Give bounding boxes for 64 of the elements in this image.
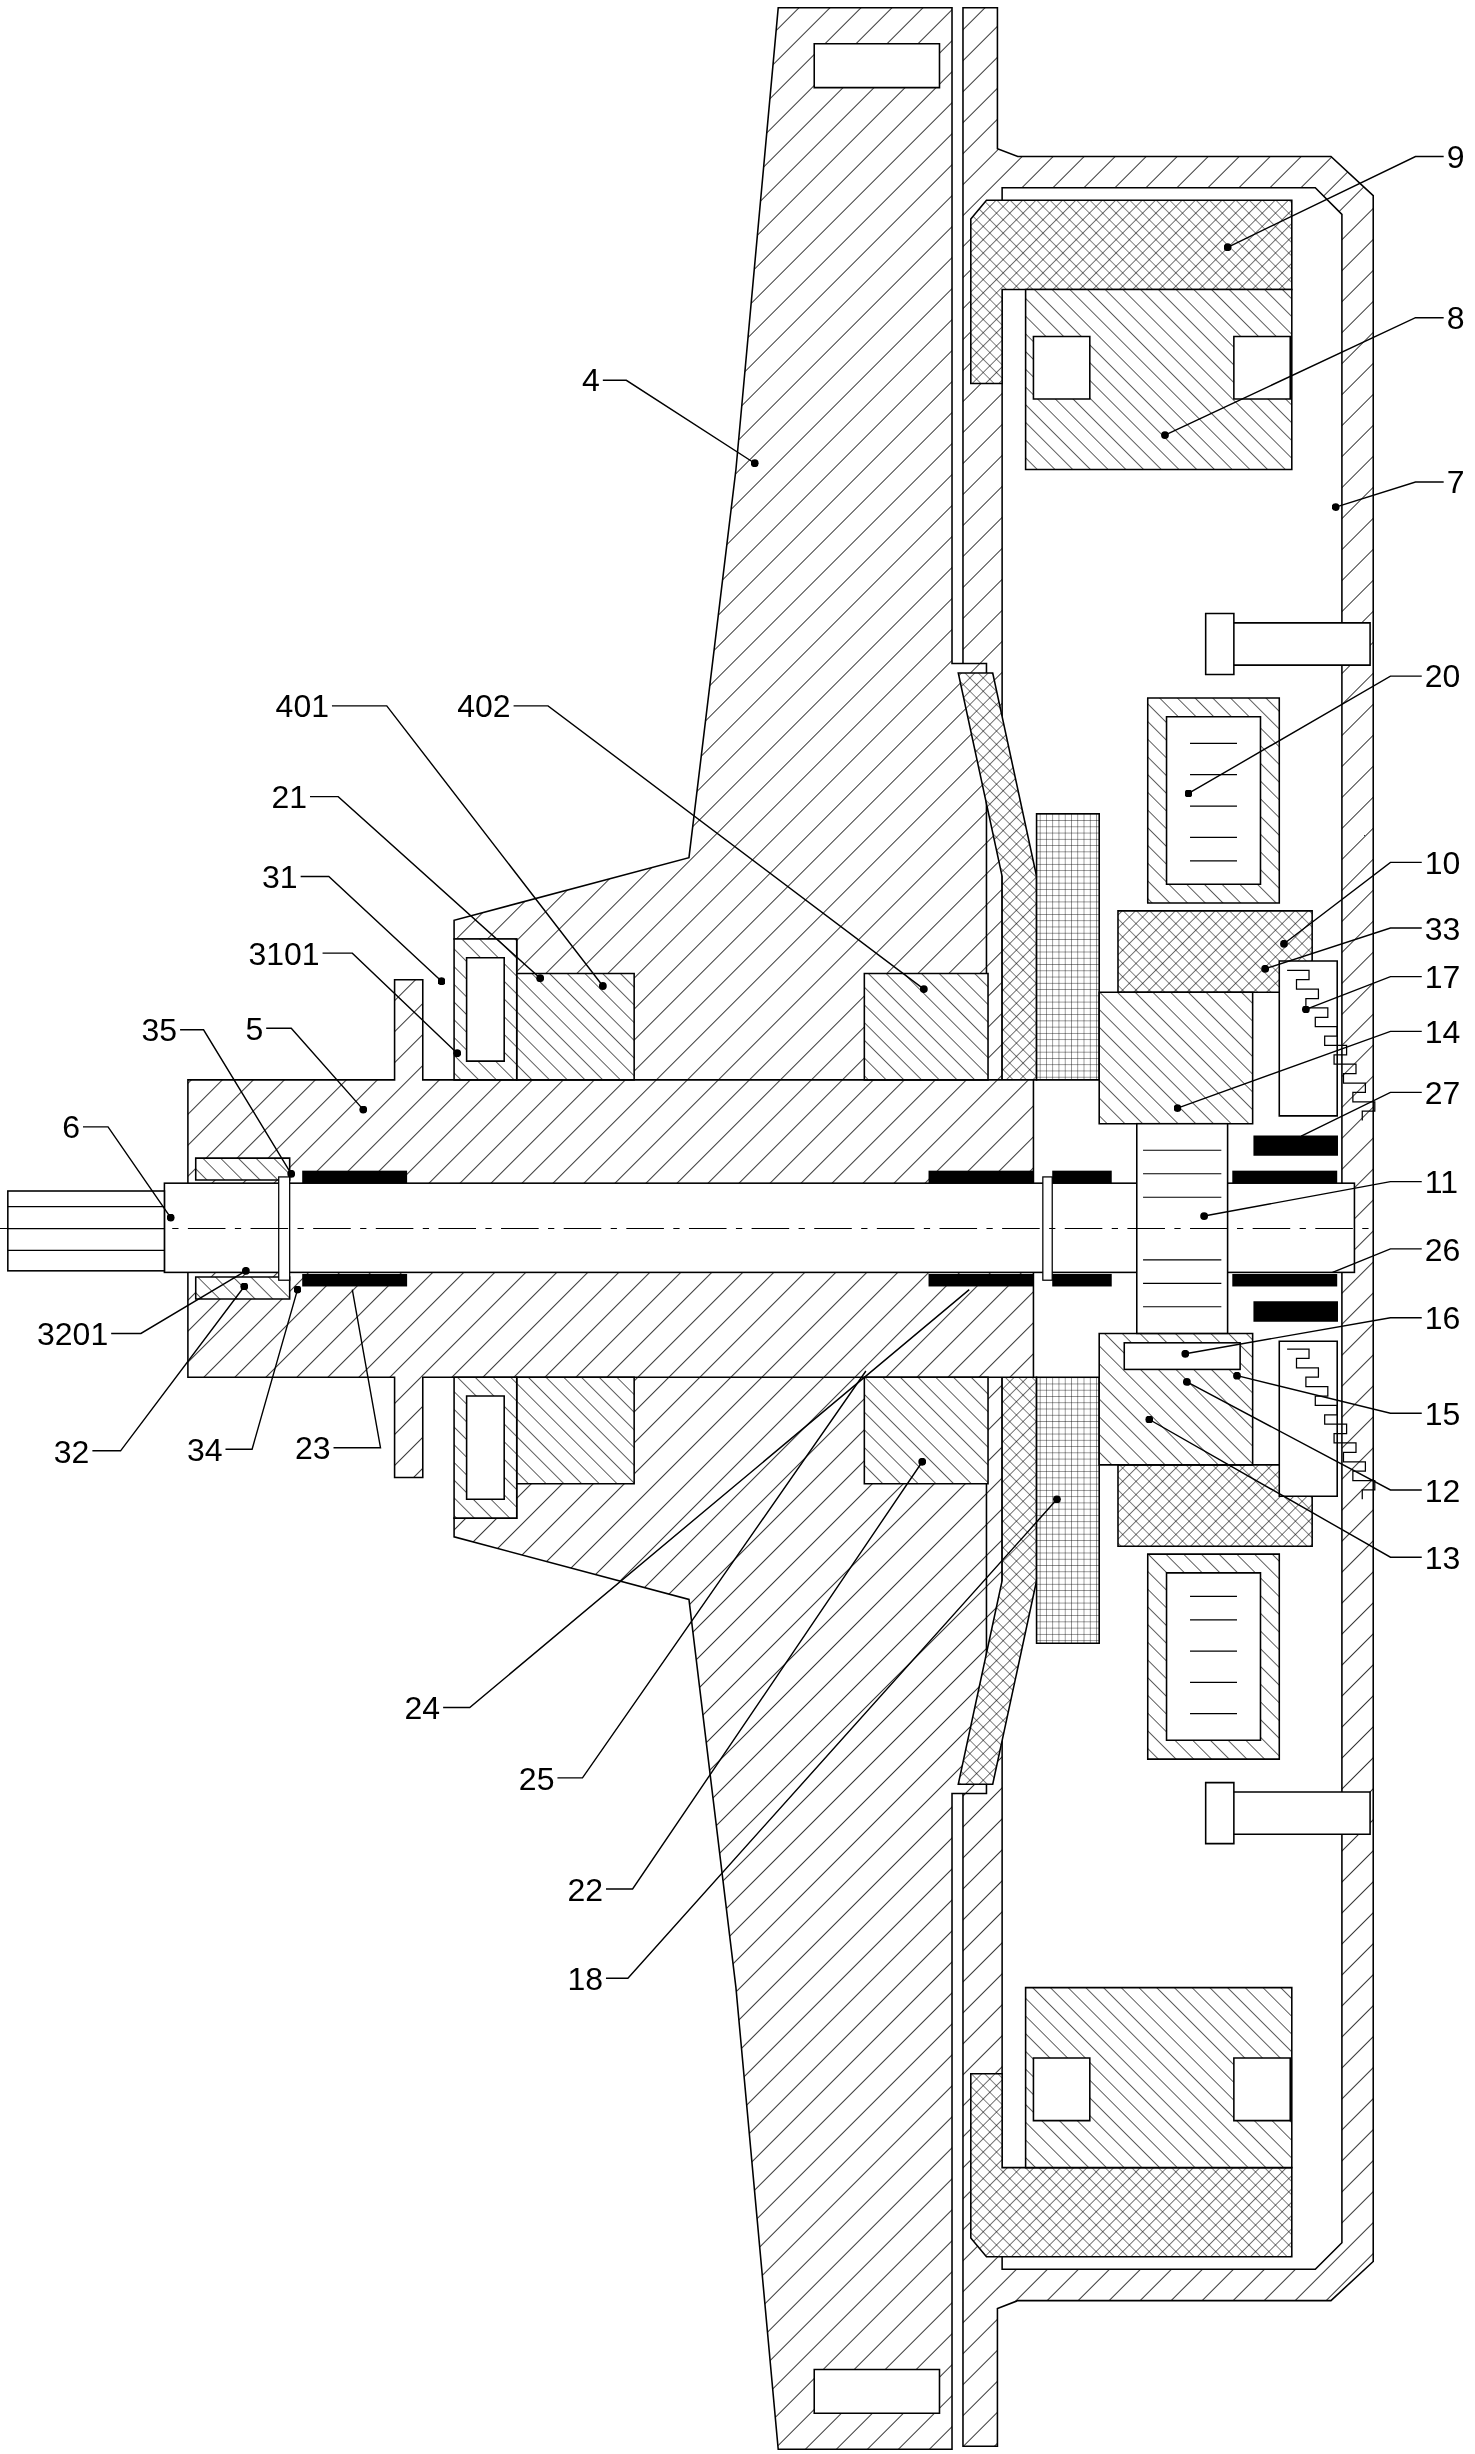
callout-number: 23: [294, 1432, 331, 1465]
leader-line: [321, 952, 462, 1058]
callout-number: 17: [1424, 961, 1461, 994]
callout-number: 15: [1424, 1397, 1461, 1430]
callout-number: 9: [1446, 140, 1465, 173]
leader-line: [299, 875, 446, 986]
leader-line: [1181, 1317, 1423, 1358]
callout-number: 33: [1424, 912, 1461, 945]
leader-line: [1261, 927, 1423, 973]
leader-line: [1331, 481, 1445, 511]
callout-number: 3101: [248, 937, 320, 970]
callout-number: 401: [275, 690, 329, 723]
leader-line: [1223, 155, 1445, 252]
leader-line: [332, 1288, 382, 1449]
callout-number: 34: [186, 1433, 223, 1466]
leader-line: [512, 705, 928, 994]
leader-line: [179, 1029, 296, 1178]
leader-line: [82, 1126, 175, 1222]
callout-number: 16: [1424, 1302, 1461, 1335]
leader-line: [1161, 317, 1445, 439]
leader-line: [1233, 1371, 1423, 1414]
leader-line: [309, 795, 545, 983]
leader-line: [1200, 1180, 1423, 1220]
callout-number: 3201: [37, 1318, 109, 1351]
callout-number: 31: [262, 860, 298, 893]
callout-number: 21: [271, 781, 308, 813]
callout-number: 12: [1424, 1474, 1461, 1507]
callout-number: 27: [1424, 1076, 1461, 1109]
leader-line: [605, 1457, 927, 1890]
leader-line: [1184, 675, 1423, 798]
leader-line: [1300, 1091, 1423, 1137]
callout-number: 6: [62, 1111, 80, 1144]
leader-line: [1331, 1248, 1423, 1274]
leader-line: [110, 1266, 250, 1335]
leader-line: [605, 1495, 1061, 1979]
callout-number: 402: [457, 690, 511, 723]
callout-number: 22: [567, 1873, 603, 1906]
leader-line: [1280, 861, 1423, 948]
callout-number: 32: [53, 1435, 90, 1468]
callout-number: 4: [582, 364, 600, 397]
leader-line: [1302, 975, 1423, 1014]
callout-number: 11: [1424, 1166, 1458, 1199]
callout-number: 13: [1424, 1542, 1461, 1574]
callout-number: 14: [1424, 1015, 1461, 1048]
leader-line: [224, 1285, 302, 1450]
callout-number: 7: [1446, 466, 1465, 499]
callout-number: 20: [1424, 660, 1461, 693]
callout-number: 26: [1424, 1233, 1461, 1266]
callout-number: 8: [1446, 301, 1465, 334]
leader-line: [91, 1282, 249, 1452]
callout-number: 5: [245, 1012, 264, 1045]
leader-line: [331, 705, 607, 990]
leader-line: [1145, 1415, 1423, 1558]
callout-number: 35: [141, 1014, 178, 1047]
leader-line: [556, 1370, 867, 1779]
callout-number: 25: [518, 1762, 555, 1795]
callout-number: 18: [567, 1963, 603, 1996]
leader-line: [442, 1288, 970, 1709]
callout-number: 10: [1424, 846, 1461, 879]
leader-line: [1173, 1030, 1423, 1112]
callout-number: 24: [404, 1692, 441, 1725]
leader-line: [602, 379, 759, 468]
leader-line: [265, 1027, 368, 1114]
leader-line: [1183, 1378, 1423, 1491]
